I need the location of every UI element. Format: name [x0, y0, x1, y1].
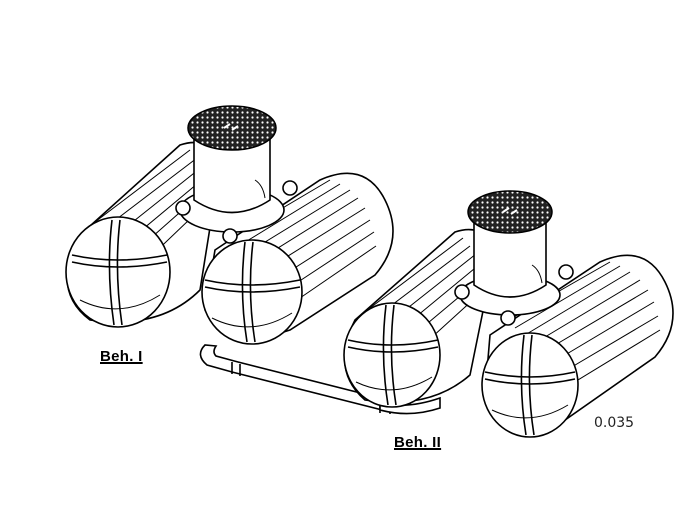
drawing-code: 0.035	[594, 415, 635, 431]
tank-2-label: Beh. II	[394, 434, 442, 451]
tank-assembly-2	[343, 190, 674, 438]
tank-assembly-1	[65, 105, 394, 345]
grated-lid-icon	[187, 105, 277, 151]
grated-lid-icon	[467, 190, 553, 234]
tank-1-label: Beh. I	[100, 348, 143, 365]
